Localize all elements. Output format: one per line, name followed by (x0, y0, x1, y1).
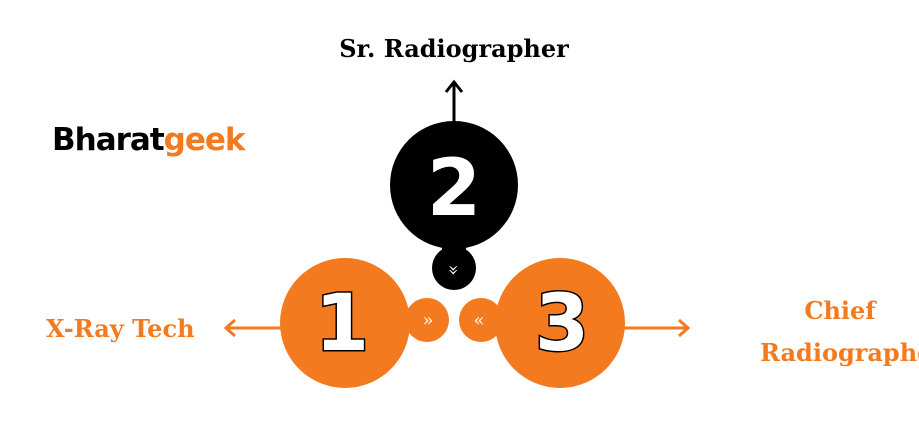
logo-text-bharat: Bharat (52, 122, 165, 158)
step-1-number: 1 (315, 279, 369, 369)
step-3-number: 3 (535, 279, 589, 369)
step-3-node: 3 « (459, 258, 625, 388)
arrow-right-icon (624, 318, 691, 338)
chevron-down-icon: » (443, 264, 464, 275)
chevron-right-icon: » (422, 310, 433, 331)
logo-text-geek: geek (163, 122, 246, 158)
logo: Bharatgeek (52, 122, 246, 158)
arrow-left-icon (223, 318, 282, 338)
step-2-number: 2 (427, 144, 481, 234)
step-2-label: Sr. Radiographer (339, 34, 569, 63)
arrow-up-icon (444, 79, 464, 122)
step-2-node: 2 » (390, 121, 518, 290)
step-3-label-line2: Radiographer (760, 338, 919, 367)
step-1-node: 1 » (280, 258, 449, 388)
step-1-label: X-Ray Tech (46, 314, 195, 343)
step-3-label-line1: Chief (804, 296, 876, 325)
chevron-left-icon: « (473, 310, 484, 331)
